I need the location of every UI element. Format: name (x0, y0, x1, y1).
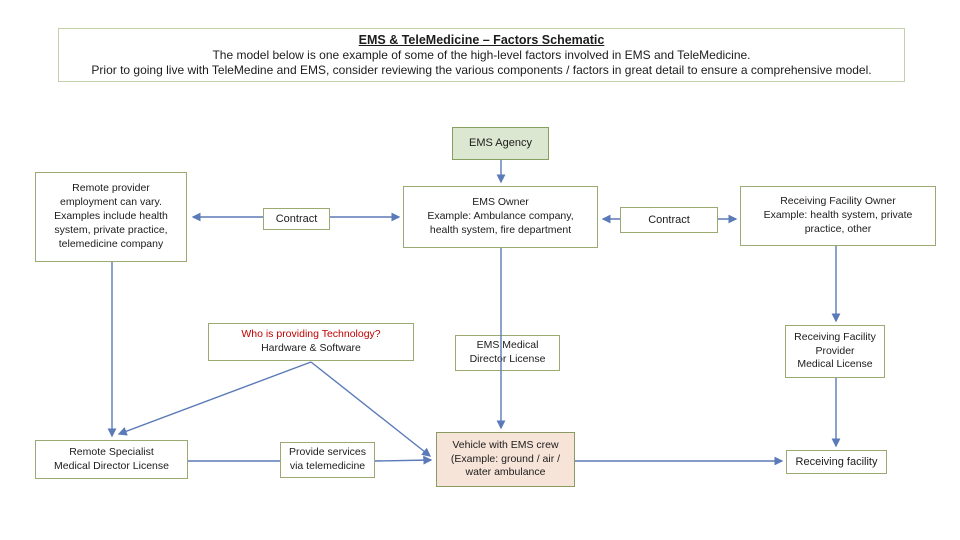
node-vehicle-ems-crew: Vehicle with EMS crew (Example: ground /… (436, 432, 575, 487)
node-technology-question: Who is providing Technology? (241, 328, 381, 341)
node-provide-services-label: Provide services via telemedicine (288, 446, 367, 472)
node-technology: Who is providing Technology? Hardware & … (208, 323, 414, 361)
node-provide-services: Provide services via telemedicine (280, 442, 375, 478)
node-ems-agency-label: EMS Agency (469, 137, 532, 150)
node-technology-subtitle: Hardware & Software (261, 342, 361, 354)
node-ems-medical-director-license-label: EMS Medical Director License (469, 339, 546, 365)
node-contract-right: Contract (620, 207, 718, 233)
node-remote-provider-label: Remote provider employment can vary. Exa… (54, 182, 168, 250)
node-receiving-facility-label: Receiving facility (795, 455, 878, 468)
node-remote-provider: Remote provider employment can vary. Exa… (35, 172, 187, 262)
node-ems-medical-director-license: EMS Medical Director License (455, 335, 560, 371)
connector-technology-to-specialist (117, 361, 312, 436)
title-banner: EMS & TeleMedicine – Factors Schematic T… (58, 28, 905, 82)
node-ems-owner: EMS Owner Example: Ambulance company, he… (403, 186, 598, 248)
node-contract-left-label: Contract (275, 212, 318, 225)
node-vehicle-ems-crew-label: Vehicle with EMS crew (Example: ground /… (450, 438, 561, 479)
node-ems-agency: EMS Agency (452, 127, 549, 160)
connector-provide-services-to-vehicle (374, 455, 433, 465)
node-receiving-facility-owner-label: Receiving Facility Owner Example: health… (763, 195, 913, 235)
node-contract-right-label: Contract (648, 213, 690, 226)
node-contract-left: Contract (263, 208, 330, 230)
page-title: EMS & TeleMedicine – Factors Schematic (358, 33, 605, 47)
node-remote-specialist-license: Remote Specialist Medical Director Licen… (35, 440, 188, 479)
node-rf-provider-medical-license: Receiving Facility Provider Medical Lice… (785, 325, 885, 378)
node-rf-provider-medical-license-label: Receiving Facility Provider Medical Lice… (794, 330, 876, 371)
title-subtitle-1: The model below is one example of some o… (212, 48, 751, 62)
node-remote-specialist-license-label: Remote Specialist Medical Director Licen… (54, 445, 169, 472)
title-subtitle-2: Prior to going live with TeleMedine and … (91, 63, 872, 77)
node-receiving-facility-owner: Receiving Facility Owner Example: health… (740, 186, 936, 246)
node-ems-owner-label: EMS Owner Example: Ambulance company, he… (427, 196, 574, 236)
node-receiving-facility: Receiving facility (786, 450, 887, 474)
